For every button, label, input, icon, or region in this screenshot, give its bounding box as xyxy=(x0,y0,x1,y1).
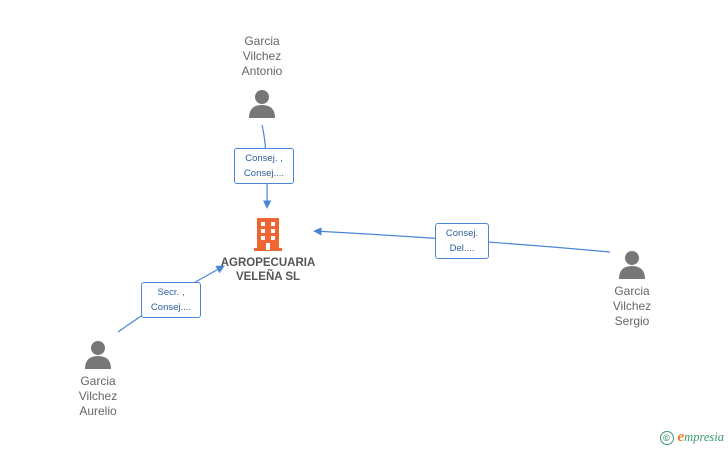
building-icon xyxy=(254,218,282,251)
person-icon xyxy=(249,90,275,118)
copyright-icon: © xyxy=(659,430,674,445)
company-name: AGROPECUARIA VELEÑA SL xyxy=(220,257,316,283)
brand-logo: empresia xyxy=(677,429,725,445)
relation-label-aurelio[interactable]: Secr. , Consej.... xyxy=(141,282,201,318)
company-node[interactable]: AGROPECUARIA VELEÑA SL xyxy=(210,216,326,284)
person-node-antonio[interactable]: Garcia Vilchez Antonio xyxy=(222,34,302,119)
person-name-aurelio: Garcia Vilchez Aurelio xyxy=(78,374,118,418)
brand-footer[interactable]: © empresia xyxy=(659,429,725,446)
relation-label-antonio[interactable]: Consej. , Consej.... xyxy=(234,148,294,184)
person-icon xyxy=(85,341,111,369)
person-node-aurelio[interactable]: Garcia Vilchez Aurelio xyxy=(58,340,138,419)
relation-label-sergio[interactable]: Consej. Del.... xyxy=(435,223,489,259)
person-name-antonio: Garcia Vilchez Antonio xyxy=(241,34,283,78)
person-icon xyxy=(619,251,645,279)
person-name-sergio: Garcia Vilchez Sergio xyxy=(612,284,652,328)
person-node-sergio[interactable]: Garcia Vilchez Sergio xyxy=(592,250,672,329)
